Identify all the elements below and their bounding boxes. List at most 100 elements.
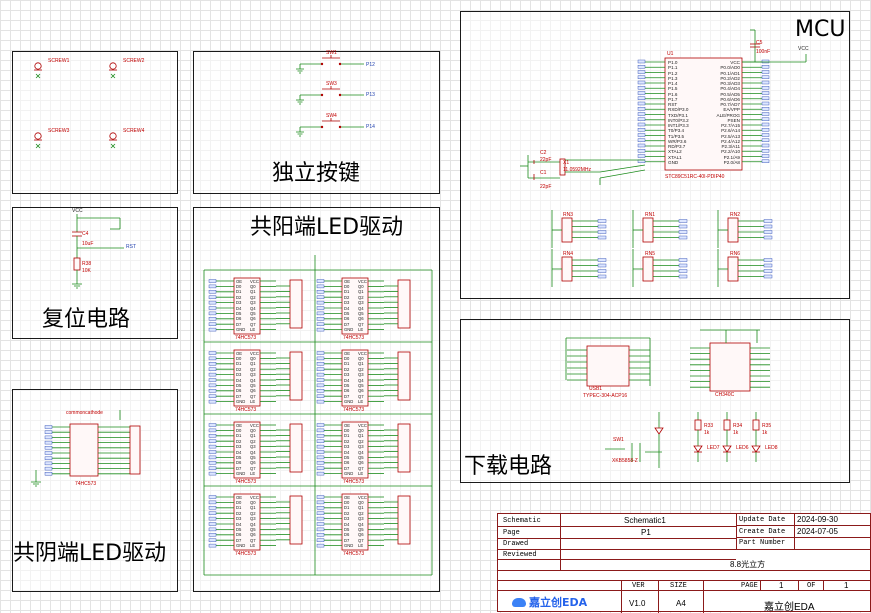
net-flag: [316, 455, 325, 460]
latch-pin-label: D2: [236, 510, 242, 516]
net-flag: [761, 112, 770, 116]
net-flag: [208, 423, 217, 427]
latch-pin-label: Q0: [358, 499, 364, 505]
latch-pin-label: Q6: [358, 532, 364, 538]
wire: [599, 164, 646, 173]
net-flag: [763, 235, 773, 240]
latch-pin-label: Q4: [358, 521, 364, 527]
latch-pin-label: D3: [236, 516, 242, 522]
net-flag: [208, 284, 217, 289]
net-flag: [208, 394, 217, 398]
net-flag: [316, 471, 325, 476]
title-block: Schematic Schematic1 Page P1 Drawed Revi…: [497, 513, 871, 613]
latch-pin-label: D0: [236, 355, 242, 361]
latch-pin-label: D3: [236, 300, 242, 306]
net-flag: [316, 327, 325, 332]
mcu-pin-label: EA/VPP: [723, 107, 740, 113]
reset-res-ref: R38: [82, 261, 92, 267]
reviewed-label: Reviewed: [503, 551, 537, 559]
net-flag: [761, 101, 770, 106]
net-flag: [208, 466, 217, 470]
latch-chip-body: [233, 349, 261, 407]
net-flag: [208, 290, 217, 294]
net-flag: [208, 450, 217, 454]
latch-part-label: 74HC573: [343, 479, 365, 485]
latch-pin-label: Q1: [358, 361, 364, 367]
led-symbol: [722, 445, 732, 453]
net-flag: [678, 219, 688, 223]
net-flag: [44, 461, 53, 466]
crystal-symbol: [559, 158, 566, 176]
net-flag: [763, 263, 773, 268]
latch-pin-label: OE: [344, 494, 351, 500]
res-label: R33: [704, 423, 714, 429]
latch-pin-label: D7: [236, 465, 242, 471]
latch-pin-label: GND: [236, 327, 246, 333]
latch-pin-label: Q6: [250, 532, 256, 538]
switch-label: SW4: [326, 113, 337, 119]
latch-pin-label: Q3: [358, 516, 364, 522]
latch-pin-label: D2: [236, 438, 242, 444]
resnet-label: RN4: [563, 251, 574, 257]
latch-pin-label: D4: [344, 449, 350, 455]
net-flag: [44, 425, 53, 429]
switch-net: P12: [366, 62, 375, 68]
net-flag: [208, 516, 217, 521]
latch-part-label: 74HC573: [343, 407, 365, 413]
latch-pin-label: D1: [344, 433, 350, 439]
latch-pin-label: D2: [344, 510, 350, 516]
latch-pin-label: Q1: [358, 433, 364, 439]
latch-pin-label: D3: [236, 372, 242, 378]
net-flag: [208, 444, 217, 449]
create-value: 2024-07-05: [797, 527, 838, 536]
latch-pin-label: GND: [236, 543, 246, 549]
mcu-pin-label: VCC: [730, 60, 740, 65]
logo-text: 嘉立创EDA: [529, 596, 588, 609]
net-flag: [678, 274, 688, 279]
screw-icon: [35, 143, 41, 149]
net-flag: [208, 500, 217, 505]
net-flag: [316, 351, 325, 355]
net-flag: [208, 495, 217, 499]
mcu-pin-label: P1.6: [668, 91, 678, 97]
reset-net: RST: [126, 244, 136, 250]
latch-chip-body: [233, 493, 261, 551]
net-flag: [761, 75, 770, 79]
net-flag: [316, 300, 325, 305]
latch-pin-label: Q3: [358, 444, 364, 450]
create-label: Create Date: [739, 528, 786, 536]
latch-pin-label: LE: [358, 327, 364, 333]
net-flag: [316, 511, 325, 515]
mcu-pin-label: P2.5/A13: [721, 133, 740, 139]
size-label: SIZE: [670, 582, 687, 590]
latch-pin-label: D3: [344, 444, 350, 450]
latch-pin-label: Q2: [250, 366, 256, 372]
latch-pin-label: D2: [344, 366, 350, 372]
net-flag: [208, 455, 217, 460]
net-flag: [597, 258, 607, 262]
part-label: Part Number: [739, 539, 786, 547]
net-flag: [761, 70, 770, 74]
schematic-value: Schematic1: [624, 516, 666, 525]
mcu-pin-label: RD/P3.7: [668, 144, 686, 149]
usb-connector-body: [586, 345, 630, 387]
latch-pin-label: OE: [236, 494, 243, 500]
header-connector: [397, 495, 411, 545]
net-flag: [597, 224, 607, 229]
mcu-pin-label: ALE/PROG: [716, 112, 741, 118]
latch-pin-label: Q5: [250, 526, 256, 532]
latch-chip-body: [341, 493, 369, 551]
led-symbol: [751, 445, 761, 453]
led-label: LED8: [765, 445, 778, 451]
latch-pin-label: Q4: [250, 377, 256, 383]
latch-pin-label: D6: [236, 460, 242, 466]
screw-icon: [109, 132, 117, 140]
net-flag: [208, 356, 217, 361]
latch-pin-label: Q7: [250, 537, 256, 543]
latch-pin-label: Q4: [250, 521, 256, 527]
latch-pin-label: Q1: [250, 505, 256, 511]
latch-pin-label: Q4: [250, 305, 256, 311]
net-flag: [637, 80, 646, 85]
net-flag: [637, 138, 646, 142]
mcu-pin-label: P2.2/A10: [721, 149, 740, 155]
